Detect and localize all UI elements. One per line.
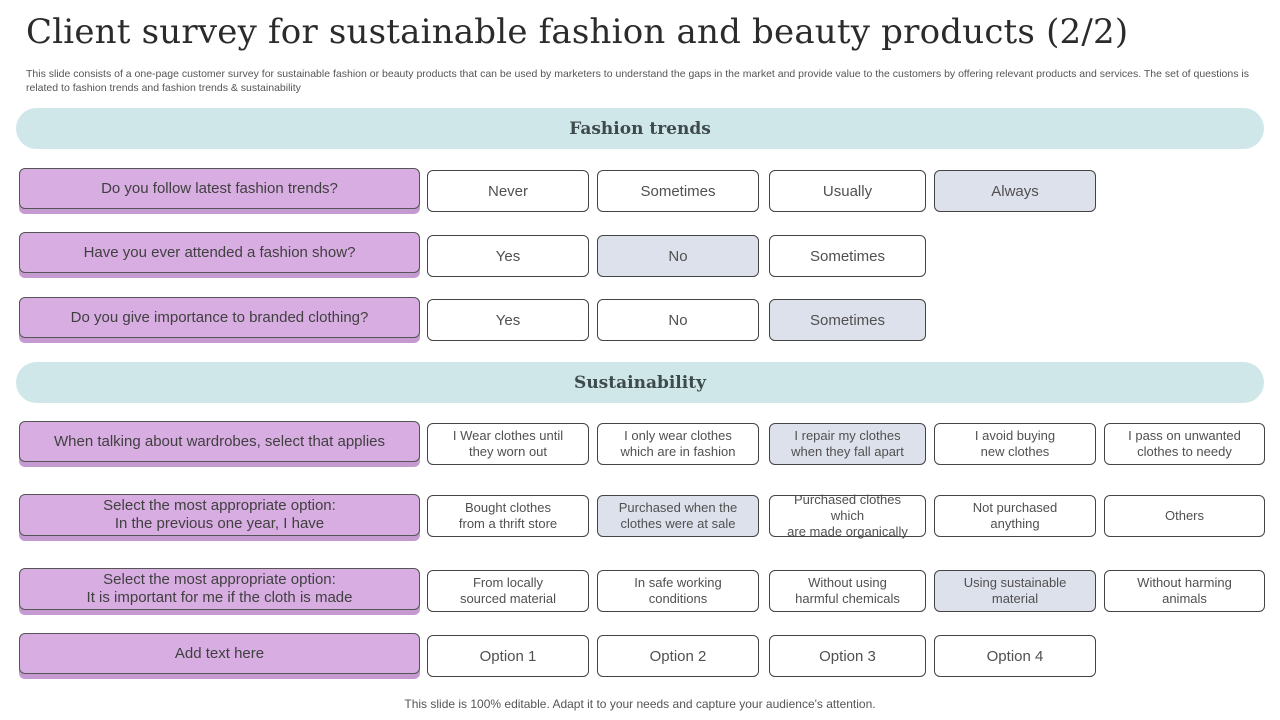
option-q6-without-harming-animals[interactable]: Without harming animals xyxy=(1104,570,1265,612)
option-q4-i-avoid-buying-new-clothes[interactable]: I avoid buying new clothes xyxy=(934,423,1096,465)
option-q1-sometimes[interactable]: Sometimes xyxy=(597,170,759,212)
section-header-sustainability: Sustainability xyxy=(16,362,1264,403)
question-4: When talking about wardrobes, select tha… xyxy=(19,421,420,462)
question-1: Do you follow latest fashion trends? xyxy=(19,168,420,209)
option-q5-purchased-clothes-which-are-made-organic[interactable]: Purchased clothes which are made organic… xyxy=(769,492,926,539)
page-title: Client survey for sustainable fashion an… xyxy=(26,12,1129,52)
option-q2-yes[interactable]: Yes xyxy=(427,235,589,277)
option-q4-i-wear-clothes-until-they-worn-out[interactable]: I Wear clothes until they worn out xyxy=(427,423,589,465)
option-q2-sometimes[interactable]: Sometimes xyxy=(769,235,926,277)
option-q6-without-using-harmful-chemicals[interactable]: Without using harmful chemicals xyxy=(769,570,926,612)
option-q4-i-repair-my-clothes-when-they-fall-apart[interactable]: I repair my clothes when they fall apart xyxy=(769,423,926,465)
option-q1-always[interactable]: Always xyxy=(934,170,1096,212)
option-q3-yes[interactable]: Yes xyxy=(427,299,589,341)
option-q3-no[interactable]: No xyxy=(597,299,759,341)
option-q5-others[interactable]: Others xyxy=(1104,495,1265,537)
question-2: Have you ever attended a fashion show? xyxy=(19,232,420,273)
option-q7-option-4[interactable]: Option 4 xyxy=(934,635,1096,677)
option-q1-never[interactable]: Never xyxy=(427,170,589,212)
option-q6-in-safe-working-conditions[interactable]: In safe working conditions xyxy=(597,570,759,612)
option-q7-option-2[interactable]: Option 2 xyxy=(597,635,759,677)
option-q2-no[interactable]: No xyxy=(597,235,759,277)
question-6: Select the most appropriate option: It i… xyxy=(19,568,420,610)
option-q4-i-pass-on-unwanted-clothes-to-needy[interactable]: I pass on unwanted clothes to needy xyxy=(1104,423,1265,465)
option-q7-option-3[interactable]: Option 3 xyxy=(769,635,926,677)
option-q5-bought-clothes-from-a-thrift-store[interactable]: Bought clothes from a thrift store xyxy=(427,495,589,537)
question-5: Select the most appropriate option: In t… xyxy=(19,494,420,536)
page-subtitle: This slide consists of a one-page custom… xyxy=(26,68,1249,94)
option-q3-sometimes[interactable]: Sometimes xyxy=(769,299,926,341)
section-header-fashion-trends: Fashion trends xyxy=(16,108,1264,149)
option-q6-from-locally-sourced-material[interactable]: From locally sourced material xyxy=(427,570,589,612)
option-q7-option-1[interactable]: Option 1 xyxy=(427,635,589,677)
question-3: Do you give importance to branded clothi… xyxy=(19,297,420,338)
option-q6-using-sustainable-material[interactable]: Using sustainable material xyxy=(934,570,1096,612)
question-7: Add text here xyxy=(19,633,420,674)
option-q1-usually[interactable]: Usually xyxy=(769,170,926,212)
footer-note: This slide is 100% editable. Adapt it to… xyxy=(404,697,876,711)
option-q4-i-only-wear-clothes-which-are-in-fashion[interactable]: I only wear clothes which are in fashion xyxy=(597,423,759,465)
option-q5-purchased-when-the-clothes-were-at-sale[interactable]: Purchased when the clothes were at sale xyxy=(597,495,759,537)
option-q5-not-purchased-anything[interactable]: Not purchased anything xyxy=(934,495,1096,537)
